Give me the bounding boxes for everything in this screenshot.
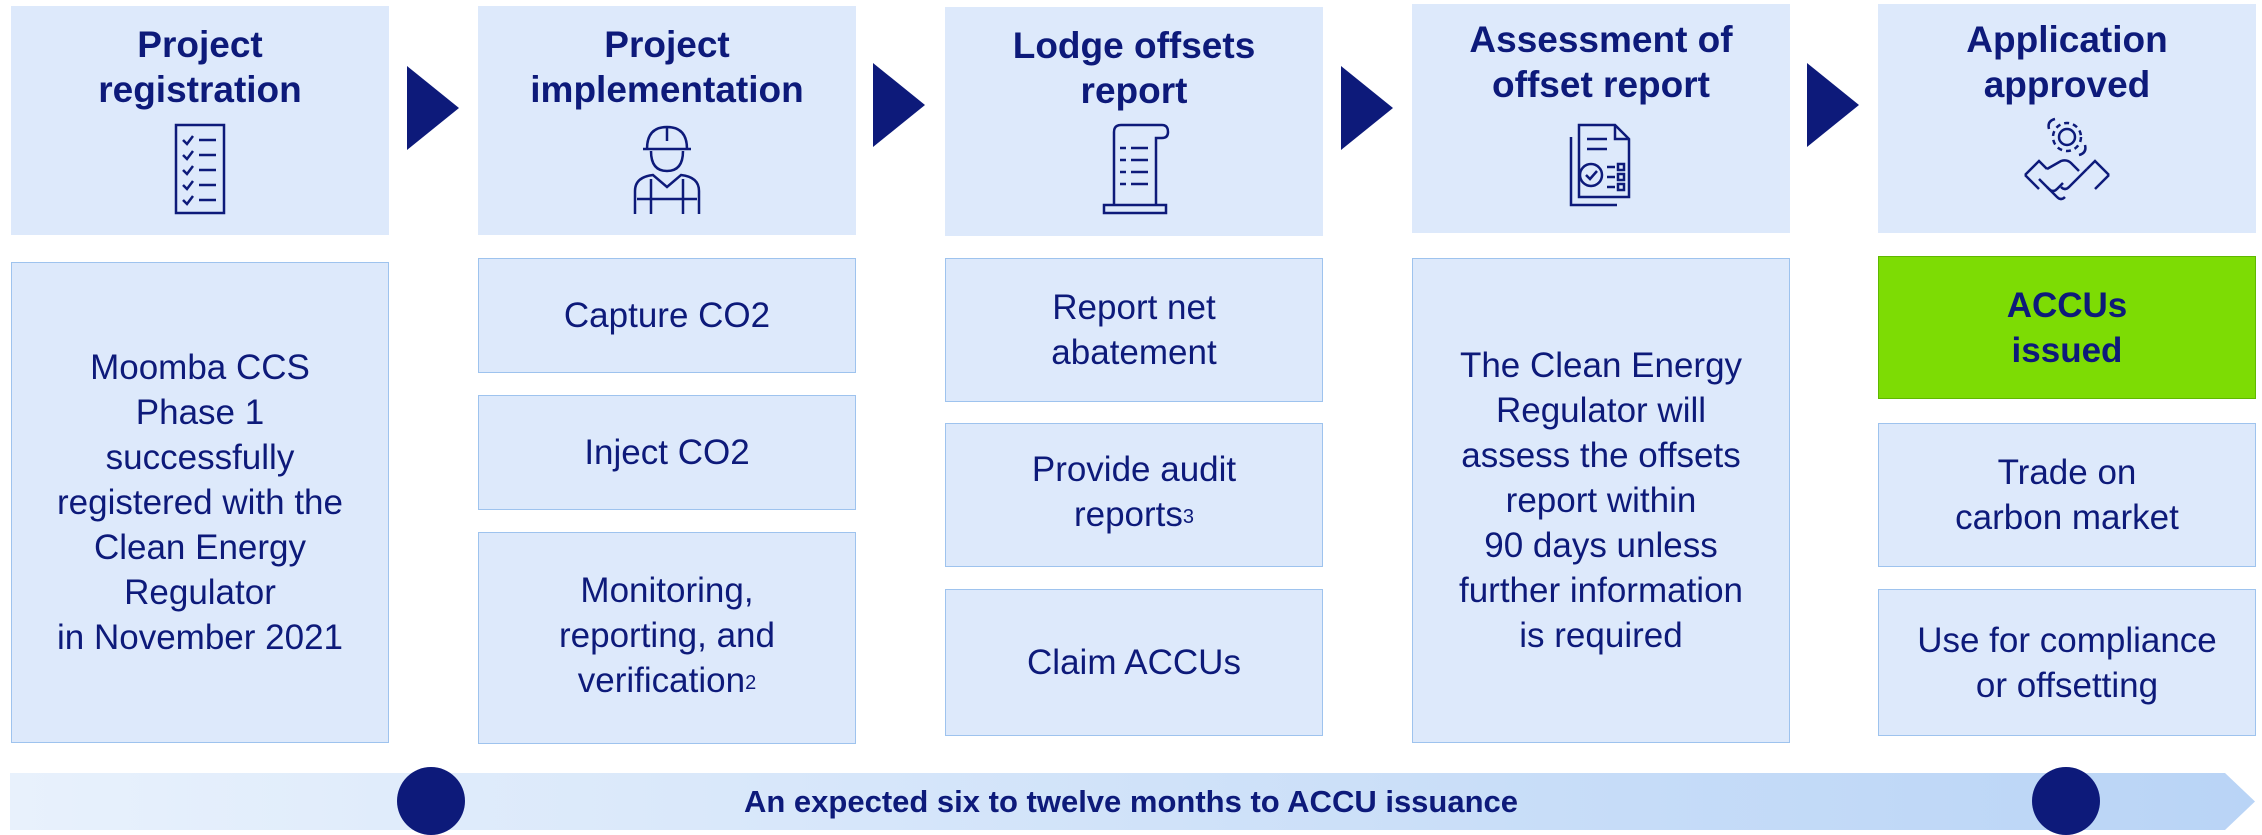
stage-title: Lodge offsets report: [1012, 25, 1256, 111]
stage-header-assessment: Assessment of offset report: [1412, 4, 1790, 233]
stage-title: Assessment of offset report: [1469, 19, 1733, 105]
next-stage-arrow: [407, 66, 459, 150]
checklist-icon: [174, 123, 226, 215]
document-check-icon: [1569, 123, 1631, 207]
audit-reports-box: Provide audit reports3: [945, 423, 1323, 567]
inject-co2-box: Inject CO2: [478, 395, 856, 510]
timeline-end-marker: [2032, 767, 2100, 835]
assessment-detail: The Clean Energy Regulator will assess t…: [1412, 258, 1790, 743]
footnote-marker: 3: [1182, 506, 1195, 528]
next-stage-arrow: [1807, 63, 1859, 147]
stage-header-approved: Application approved: [1878, 4, 2256, 233]
audit-text: Provide audit reports3: [1031, 450, 1237, 534]
compliance-box: Use for compliance or offsetting: [1878, 589, 2256, 736]
scroll-report-icon: [1102, 123, 1170, 215]
registration-detail: Moomba CCS Phase 1 successfully register…: [11, 262, 389, 743]
stage-header-lodge: Lodge offsets report: [945, 7, 1323, 236]
stage-title: Project implementation: [530, 24, 804, 110]
stage-header-registration: Project registration: [11, 6, 389, 235]
trade-carbon-box: Trade on carbon market: [1878, 423, 2256, 567]
accus-issued-box: ACCUs issued: [1878, 256, 2256, 399]
claim-accus-box: Claim ACCUs: [945, 589, 1323, 736]
timeline-start-marker: [397, 767, 465, 835]
stage-header-implementation: Project implementation: [478, 6, 856, 235]
timeline-bar: [10, 773, 2255, 830]
monitoring-box: Monitoring, reporting, and verification2: [478, 532, 856, 744]
next-stage-arrow: [1341, 66, 1393, 150]
monitoring-text: Monitoring, reporting, and verification2: [559, 570, 775, 700]
stage-title: Application approved: [1966, 19, 2168, 105]
capture-co2-box: Capture CO2: [478, 258, 856, 373]
stage-title: Project registration: [98, 24, 302, 110]
handshake-icon: [2024, 117, 2110, 201]
timeline-label: An expected six to twelve months to ACCU…: [743, 784, 1519, 819]
next-stage-arrow: [873, 63, 925, 147]
worker-icon: [633, 125, 701, 214]
report-abatement-box: Report net abatement: [945, 258, 1323, 402]
footnote-marker: 2: [745, 671, 757, 694]
